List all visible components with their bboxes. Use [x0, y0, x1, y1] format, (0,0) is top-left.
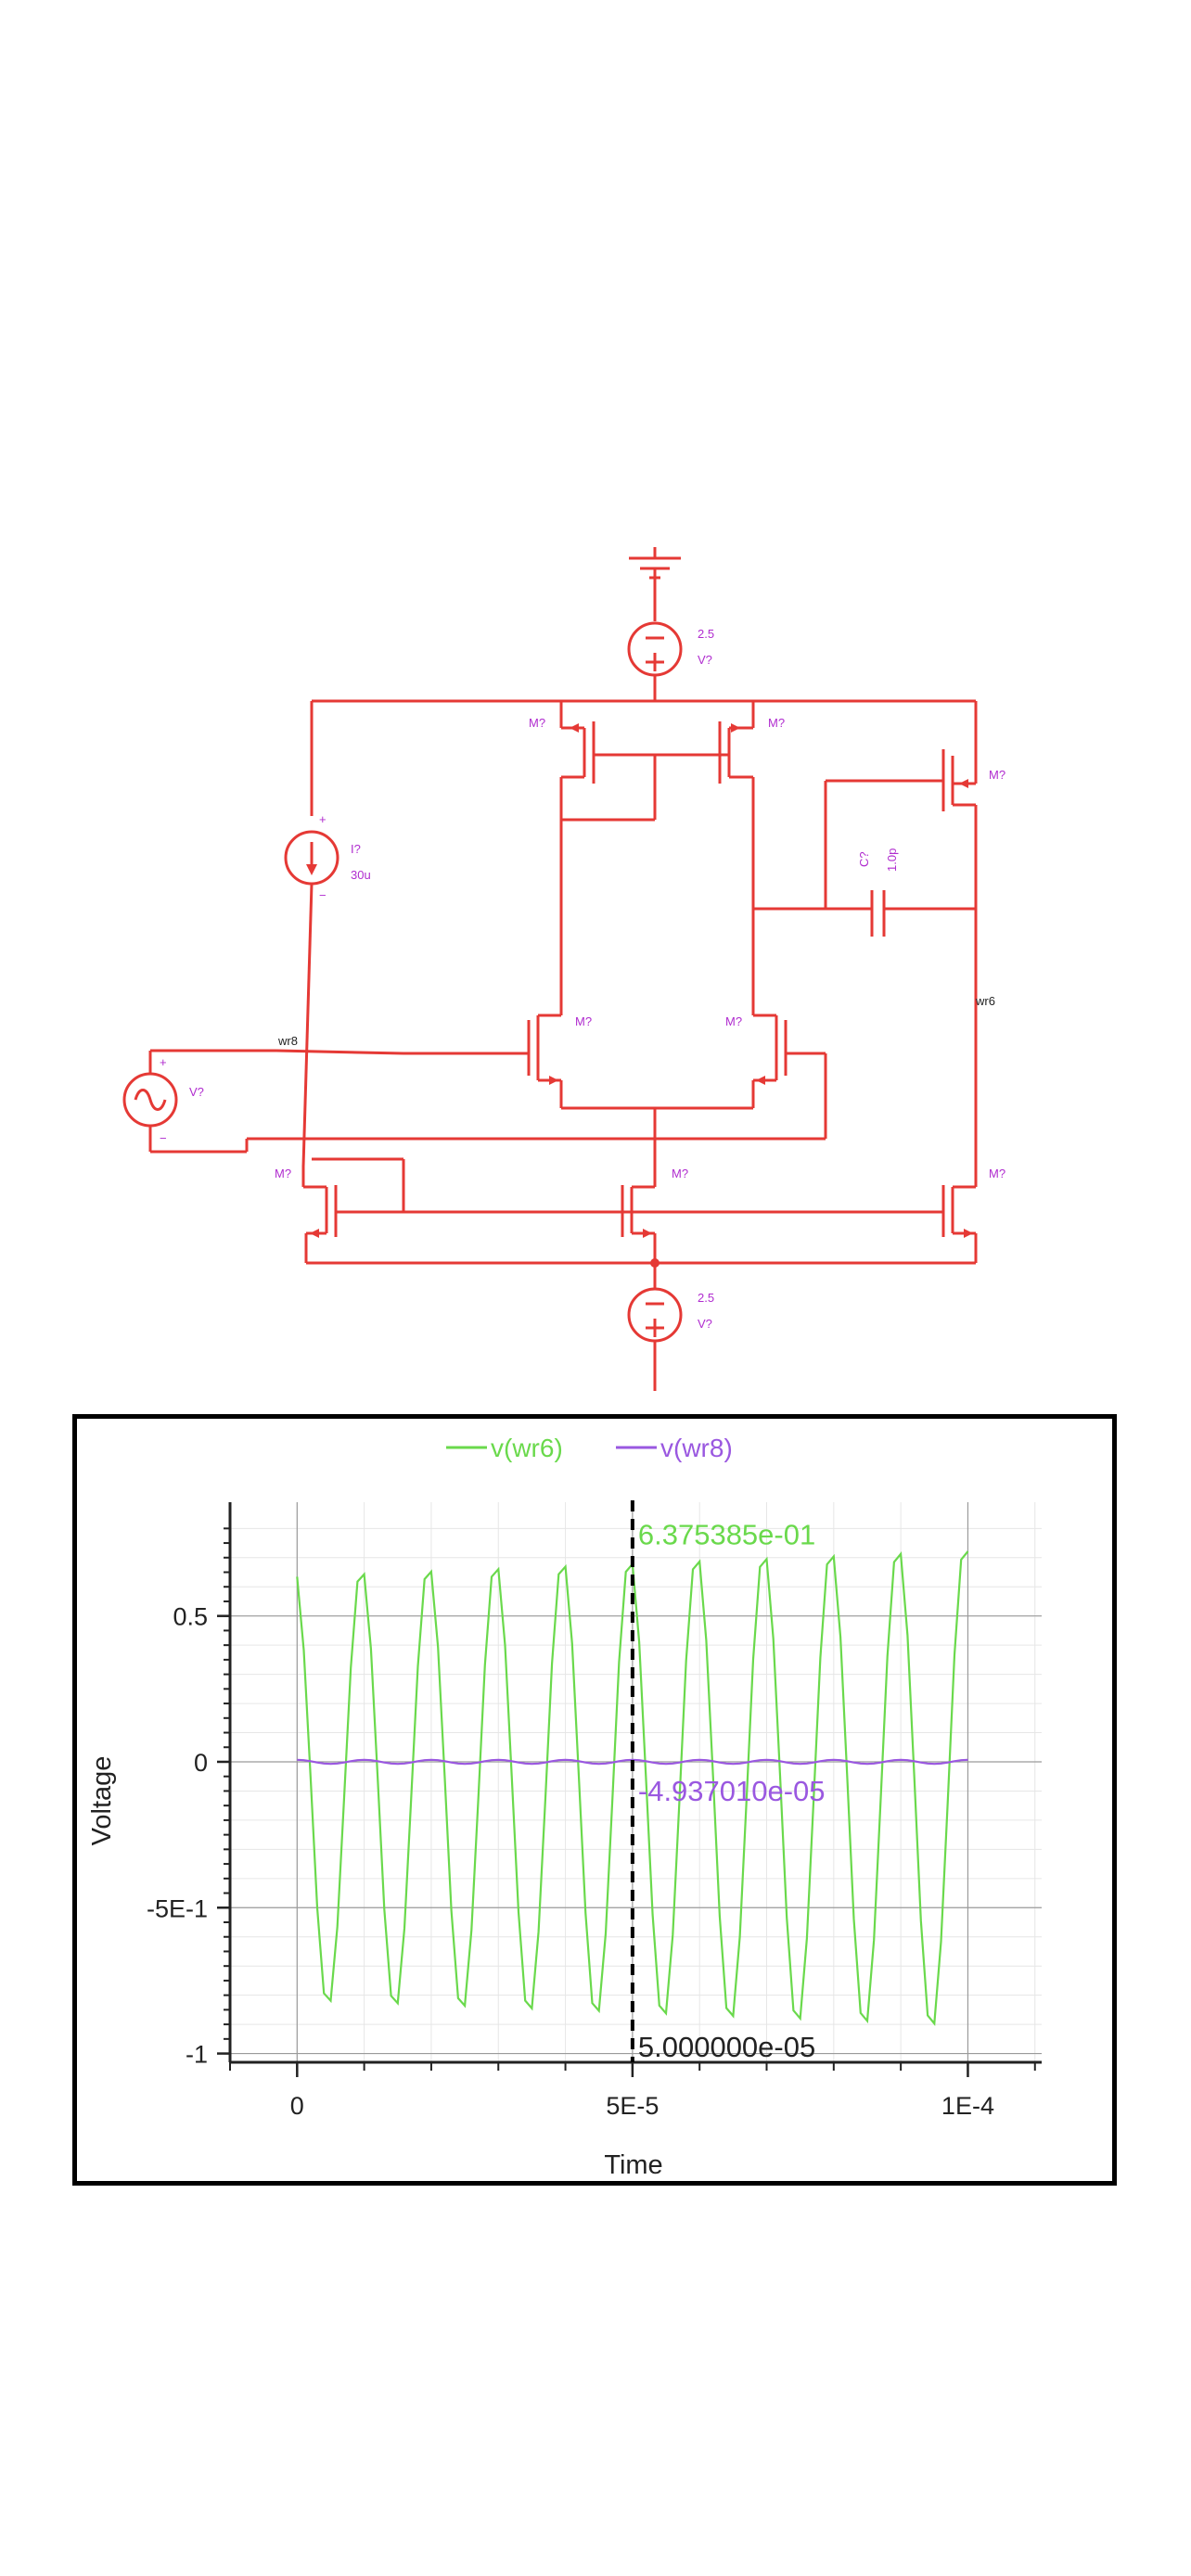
- ac-source-minus: −: [160, 1131, 167, 1145]
- transistor-label-m6: M?: [275, 1167, 291, 1180]
- nmos-diff-pair-right[interactable]: [247, 1014, 827, 1141]
- x-tick-label: 5E-5: [606, 2092, 659, 2120]
- current-source-plus: +: [319, 812, 327, 826]
- transistor-label-m5: M?: [725, 1014, 742, 1028]
- vss-rail: [306, 1258, 976, 1289]
- vdd-source-name: V?: [698, 653, 712, 667]
- x-axis-title: Time: [604, 2150, 662, 2180]
- nmos-bias-left[interactable]: [301, 1157, 943, 1263]
- cursor-y-readout-vwr8: -4.937010e-05: [638, 1775, 826, 1807]
- net-label-wr8: wr8: [277, 1034, 298, 1048]
- y-tick-label: 0.5: [173, 1603, 208, 1631]
- legend-label-wr6: v(wr6): [491, 1434, 563, 1462]
- vss-source-value: 2.5: [698, 1291, 714, 1305]
- plot-grid: [230, 1502, 1042, 2062]
- vdd-source-value: 2.5: [698, 627, 714, 641]
- vdd-voltage-source[interactable]: [627, 621, 683, 701]
- transistor-label-m2: M?: [768, 716, 785, 730]
- pmos-output-stage[interactable]: [824, 749, 978, 1178]
- transistor-label-m1: M?: [529, 716, 545, 730]
- x-tick-label: 1E-4: [941, 2092, 994, 2120]
- series-line-vwr8: [297, 1758, 968, 1766]
- transistor-label-m3: M?: [989, 768, 1005, 782]
- ground-symbol-top: [629, 547, 681, 621]
- y-tick-label: 0: [194, 1749, 208, 1777]
- nmos-output-sink[interactable]: [941, 1178, 978, 1263]
- ac-source-name: V?: [189, 1085, 204, 1099]
- transistor-label-m8: M?: [989, 1167, 1005, 1180]
- ac-signal-source[interactable]: [122, 1049, 276, 1154]
- x-tick-label: 0: [290, 2092, 304, 2120]
- net-label-wr6: wr6: [975, 994, 995, 1008]
- vdd-rail: [310, 699, 978, 816]
- y-axis-title: Voltage: [87, 1756, 117, 1846]
- compensation-capacitor[interactable]: [753, 890, 976, 937]
- vss-source-name: V?: [698, 1317, 712, 1331]
- capacitor-value: 1.0p: [885, 848, 899, 872]
- bias-current-source[interactable]: [284, 830, 339, 1167]
- plot-cursor[interactable]: 5.000000e-05 6.375385e-01 -4.937010e-05: [630, 1500, 826, 2063]
- vss-voltage-source[interactable]: [627, 1287, 683, 1391]
- waveform-plot-panel[interactable]: v(wr6) v(wr8) -1 -5E-1 0 0.5 0 5E-5 1E-4 5.000…: [72, 1414, 1117, 2186]
- legend: v(wr6) v(wr8): [446, 1434, 733, 1462]
- pmos-mirror-left[interactable]: [559, 721, 729, 1015]
- waveform-plot[interactable]: v(wr6) v(wr8) -1 -5E-1 0 0.5 0 5E-5 1E-4 5.000…: [77, 1419, 1112, 2181]
- y-tick-label: -5E-1: [147, 1894, 208, 1922]
- transistor-label-m4: M?: [575, 1014, 592, 1028]
- cursor-x-readout: 5.000000e-05: [638, 2031, 815, 2063]
- plot-axes: -1 -5E-1 0 0.5 0 5E-5 1E-4: [147, 1502, 1042, 2120]
- ac-source-plus: +: [160, 1055, 167, 1069]
- transistor-label-m7: M?: [672, 1167, 688, 1180]
- nmos-tail[interactable]: [621, 1108, 657, 1263]
- cursor-y-readout-vwr6: 6.375385e-01: [638, 1518, 815, 1550]
- y-tick-label: -1: [186, 2041, 208, 2069]
- current-source-minus: −: [319, 888, 327, 902]
- current-source-name: I?: [351, 842, 361, 856]
- schematic-canvas[interactable]: 2.5 V? M? M?: [0, 519, 1191, 1391]
- pmos-mirror-right[interactable]: [561, 721, 755, 1015]
- current-source-value: 30u: [351, 868, 371, 882]
- plot-area: [230, 1502, 1042, 2062]
- capacitor-name: C?: [857, 851, 871, 867]
- legend-label-wr8: v(wr8): [660, 1434, 733, 1462]
- nmos-diff-pair-left[interactable]: [275, 1014, 753, 1110]
